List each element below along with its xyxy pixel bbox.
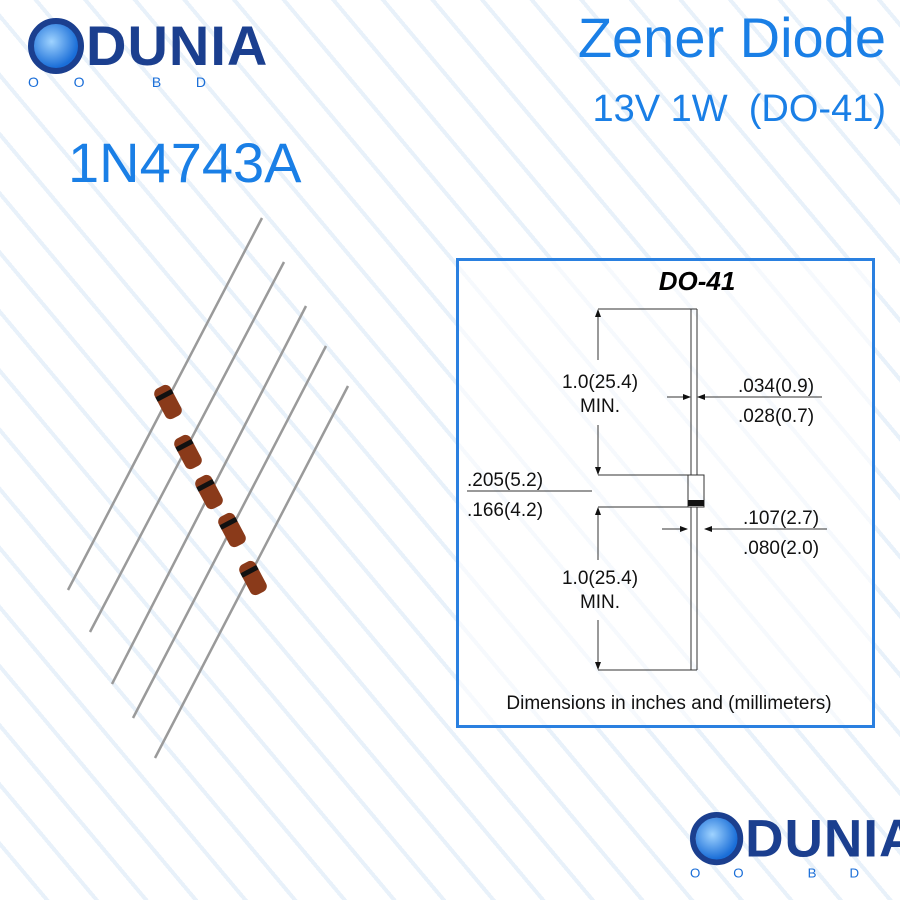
lead-length-top-value: 1.0(25.4) (562, 372, 638, 393)
lead-dia-max: .034(0.9) (738, 376, 814, 397)
lead-dia-min: .028(0.7) (738, 406, 814, 427)
diode-bodies (154, 384, 267, 596)
lead-length-bottom-value: 1.0(25.4) (562, 568, 638, 589)
lead-length-top-note: MIN. (580, 396, 620, 417)
product-subtitle: 13V 1W (DO-41) (592, 88, 886, 130)
globe-icon (690, 812, 744, 866)
diagram-footnote: Dimensions in inches and (millimeters) (506, 693, 831, 714)
body-length-max: .205(5.2) (467, 470, 543, 491)
body-length-min: .166(4.2) (467, 500, 543, 521)
diode-illustration (66, 217, 350, 759)
brand-name: DUNIA (86, 14, 269, 77)
body-dia-min: .080(2.0) (743, 538, 819, 559)
diagram-title: DO-41 (659, 266, 736, 296)
body-dia-max: .107(2.7) (743, 508, 819, 529)
dimension-diagram-box (456, 258, 875, 728)
globe-icon (28, 18, 84, 74)
lead-length-bottom-note: MIN. (580, 592, 620, 613)
product-title: Zener Diode (577, 6, 886, 69)
part-number: 1N4743A (68, 131, 302, 194)
